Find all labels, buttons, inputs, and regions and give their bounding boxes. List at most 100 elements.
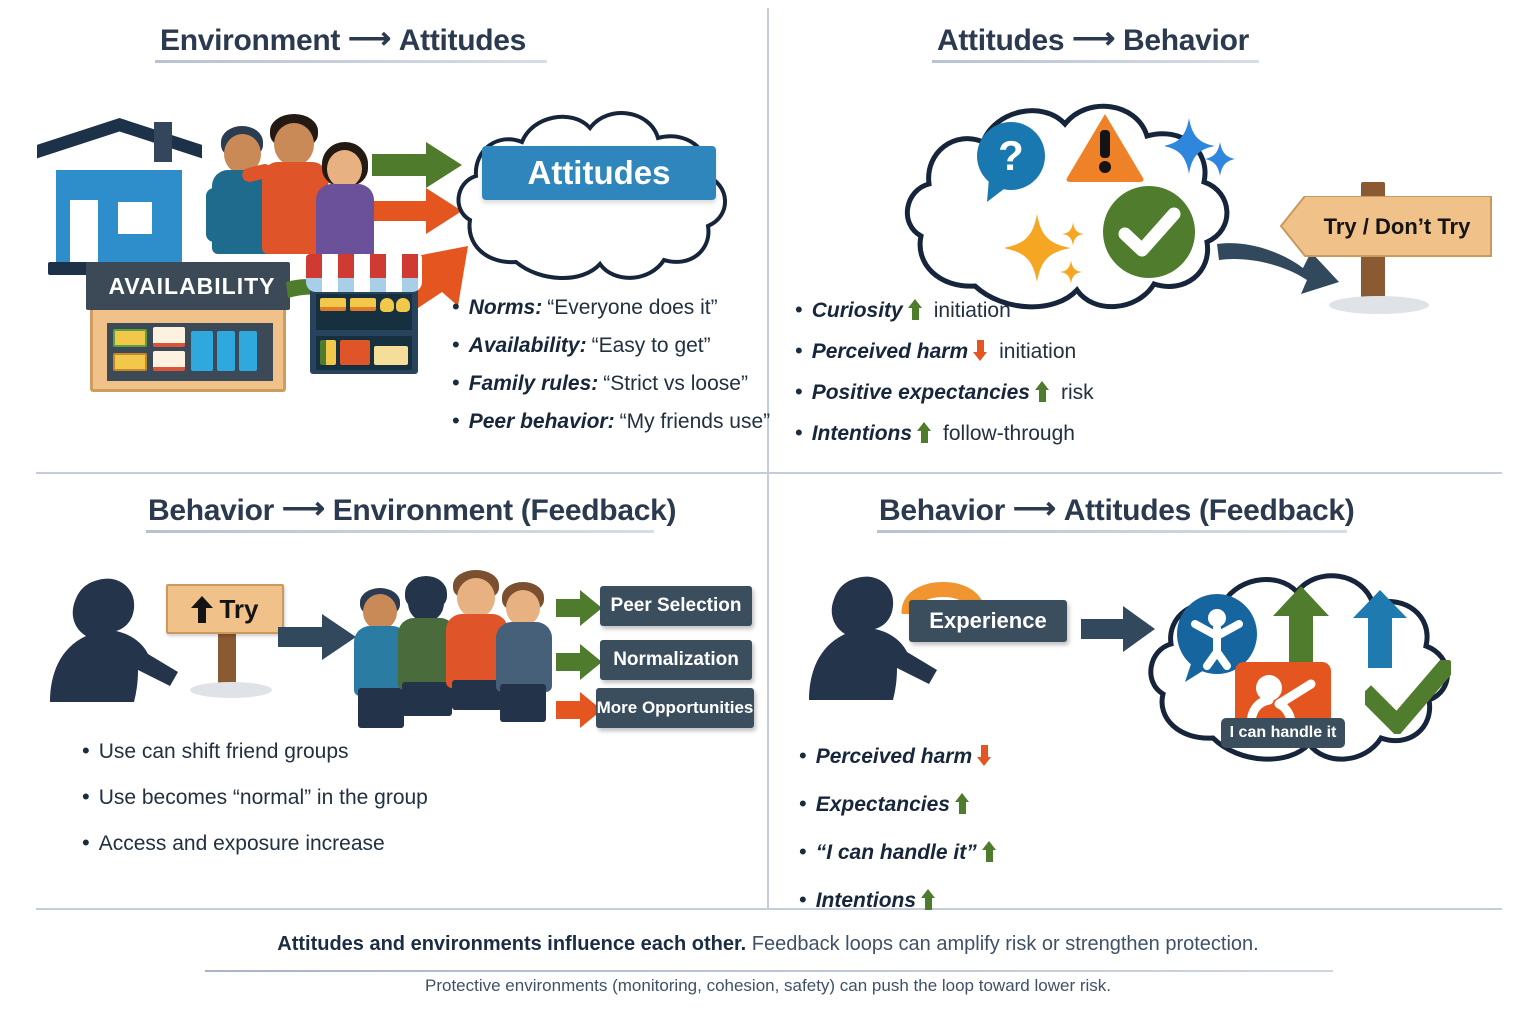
- bullet-tail: follow-through: [943, 422, 1075, 445]
- signpost-board-shape: [1279, 196, 1492, 257]
- bullet-dot-icon: •: [799, 839, 807, 864]
- person-speech-bubble-icon: [1177, 594, 1257, 682]
- bullet-label: Intentions: [815, 889, 917, 912]
- bullet-label: Intentions: [811, 422, 913, 445]
- list-item: • Use becomes “normal” in the group: [82, 786, 428, 810]
- signpost-shadow: [1329, 296, 1429, 314]
- footer-underline: [205, 970, 1333, 972]
- arrow-try-to-peers-icon: [278, 614, 356, 660]
- bullet-tail: initiation: [933, 299, 1011, 322]
- title-arrow-icon: ⟶: [1072, 22, 1116, 55]
- bullet-tail: risk: [1061, 381, 1094, 404]
- green-checkmark-icon: [1365, 660, 1451, 734]
- warning-triangle-icon: [1066, 114, 1144, 182]
- title-underline: [155, 60, 547, 63]
- bullet-dot-icon: •: [452, 370, 460, 395]
- list-item: • Use can shift friend groups: [82, 740, 428, 764]
- bullet-dot-icon: •: [795, 379, 803, 404]
- bullet-label: Peer behavior:: [468, 410, 615, 433]
- arrow-cloud-to-signpost-icon: [1217, 243, 1339, 294]
- question-bubble-icon: ?: [977, 122, 1045, 202]
- bullet-label: Positive expectancies: [811, 381, 1030, 404]
- try-sign-label: Try: [219, 593, 259, 624]
- outcome-label-more-opportunities: More Opportunities: [596, 688, 754, 728]
- title-to: Environment (Feedback): [332, 494, 677, 527]
- title-arrow-icon: ⟶: [281, 492, 325, 525]
- up-arrow-icon: [981, 841, 997, 862]
- title-arrow-icon: ⟶: [1012, 492, 1056, 525]
- blue-up-arrow-icon: [1353, 590, 1407, 668]
- list-item: • Norms: “Everyone does it”: [452, 296, 770, 320]
- blue-sparkle-icon: [1165, 118, 1235, 176]
- up-arrow-icon: [921, 889, 936, 910]
- bullet-text: Use becomes “normal” in the group: [98, 786, 428, 809]
- attitudes-banner-label: Attitudes: [482, 146, 716, 200]
- bullet-dot-icon: •: [82, 738, 90, 763]
- try-sign: Try: [162, 576, 292, 700]
- bullet-dot-icon: •: [799, 743, 807, 768]
- behavior-attitudes-bullet-list: • Perceived harm • Expectancies • “I can…: [799, 742, 1002, 927]
- bullet-dot-icon: •: [795, 420, 803, 445]
- panel-behavior-to-environment: Behavior⟶Environment (Feedback) Try: [0, 474, 767, 908]
- person-silhouette-icon: [809, 576, 937, 700]
- bullet-label: Expectancies: [815, 793, 950, 816]
- house-icon: [37, 110, 202, 280]
- bullet-text: Access and exposure increase: [98, 832, 385, 855]
- title-from: Environment: [160, 24, 341, 57]
- list-item: • Access and exposure increase: [82, 832, 428, 856]
- arrow-family-to-attitudes-icon: [372, 142, 462, 188]
- try-sign-post: [218, 622, 236, 694]
- bullet-text: Use can shift friend groups: [98, 740, 349, 763]
- bullet-tail: initiation: [999, 340, 1077, 363]
- footer: Attitudes and environments influence eac…: [0, 912, 1536, 996]
- panel-title-environment-attitudes: Environment⟶Attitudes: [160, 24, 526, 58]
- i-can-handle-it-badge: I can handle it: [1221, 718, 1345, 748]
- list-item: • Curiosity initiation: [795, 296, 1094, 323]
- title-underline: [932, 60, 1259, 63]
- panel-title-behavior-attitudes: Behavior⟶Attitudes (Feedback): [879, 492, 1355, 528]
- up-arrow-icon: [1035, 381, 1050, 402]
- list-item: • Intentions follow-through: [795, 419, 1094, 446]
- title-from: Behavior: [879, 494, 1005, 527]
- arrow-peer-selection-icon: [556, 590, 602, 626]
- signpost-label: Try / Don’t Try: [1323, 214, 1471, 239]
- list-item: • Intentions: [799, 886, 1002, 913]
- footer-divider: [36, 908, 1502, 910]
- panel-behavior-to-attitudes: Behavior⟶Attitudes (Feedback) Experience: [769, 474, 1536, 912]
- arrow-orange-mid-icon: [374, 188, 462, 234]
- list-item: • Expectancies: [799, 790, 1002, 817]
- title-arrow-icon: ⟶: [348, 22, 391, 55]
- bullet-dot-icon: •: [82, 830, 90, 855]
- list-item: • Availability: “Easy to get”: [452, 334, 770, 358]
- up-arrow-icon: [954, 793, 970, 814]
- title-to: Attitudes: [398, 24, 527, 57]
- footer-summary-strong: Attitudes and environments influence eac…: [277, 933, 747, 955]
- bullet-label: Perceived harm: [815, 745, 973, 768]
- bullet-dot-icon: •: [795, 297, 803, 322]
- footer-summary: Attitudes and environments influence eac…: [0, 912, 1536, 956]
- try-sign-board: Try: [166, 584, 284, 634]
- behavior-environment-bullet-list: • Use can shift friend groups • Use beco…: [82, 740, 428, 870]
- title-to: Behavior: [1123, 24, 1249, 57]
- bullet-value: “My friends use”: [619, 410, 771, 433]
- bullet-dot-icon: •: [82, 784, 90, 809]
- horizontal-divider: [36, 472, 1502, 474]
- up-arrow-icon: [907, 299, 923, 320]
- attitudes-behavior-bullet-list: • Curiosity initiation • Perceived harm …: [795, 296, 1094, 460]
- bullet-label: Norms:: [468, 296, 543, 319]
- title-to: Attitudes (Feedback): [1063, 494, 1355, 527]
- list-item: • “I can handle it”: [799, 838, 1002, 865]
- bullet-dot-icon: •: [795, 338, 803, 363]
- arrow-experience-to-cloud-icon: [1081, 606, 1155, 652]
- outcome-label-peer-selection: Peer Selection: [600, 586, 752, 626]
- arrow-normalization-icon: [556, 644, 602, 680]
- availability-sign-label: AVAILABILITY: [108, 273, 276, 299]
- vertical-divider: [767, 8, 769, 908]
- market-stall-icon: [306, 254, 425, 378]
- down-arrow-icon: [973, 340, 988, 361]
- title-underline: [877, 530, 1347, 533]
- bullet-dot-icon: •: [452, 294, 460, 319]
- arrow-more-opportunities-icon: [556, 692, 602, 728]
- family-group-icon: [206, 112, 382, 272]
